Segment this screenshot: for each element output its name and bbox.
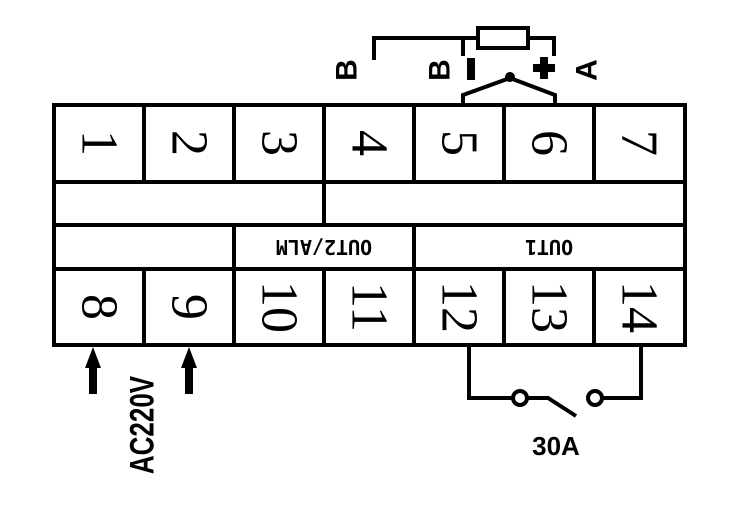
sensor-b-left-label: B: [331, 59, 364, 81]
out2-alm-label: OUT2/ALM: [276, 235, 372, 259]
terminal-13: 13: [521, 281, 578, 333]
top-terminal-numbers: 1 2 3 4 5 6 7: [71, 130, 668, 156]
terminal-2: 2: [161, 130, 218, 156]
terminal-6: 6: [521, 130, 578, 156]
terminal-3: 3: [251, 130, 308, 156]
sensor-b-right-label: B: [424, 59, 457, 81]
sensor-wiring: [372, 26, 557, 103]
out1-label: OUT1: [525, 235, 573, 259]
terminal-12: 12: [431, 281, 488, 333]
relay-switch-icon: [467, 345, 643, 418]
minus-sign-icon: [467, 58, 475, 80]
resistor-icon: [476, 26, 530, 50]
terminal-10: 10: [251, 281, 308, 333]
power-arrow-left-icon: [85, 347, 101, 394]
relay-rating-label: 30A: [532, 431, 580, 461]
terminal-9: 9: [161, 294, 218, 320]
plus-sign-icon: [533, 57, 555, 79]
power-label: AC220V: [125, 376, 162, 474]
terminal-1: 1: [71, 130, 128, 156]
bottom-terminal-numbers: 8 9 10 11 12 13 14: [71, 281, 668, 333]
terminal-4: 4: [341, 130, 398, 156]
top-row-dividers: [142, 105, 596, 225]
bottom-row-dividers: [142, 269, 596, 345]
sensor-a-label: A: [571, 59, 604, 81]
terminal-14: 14: [611, 281, 668, 333]
junction-dot: [505, 72, 515, 82]
label-row-dividers: [232, 225, 416, 269]
terminal-7: 7: [611, 130, 668, 156]
terminal-8: 8: [71, 294, 128, 320]
power-arrow-right-icon: [181, 347, 197, 394]
terminal-5: 5: [431, 130, 488, 156]
terminal-11: 11: [341, 282, 398, 332]
